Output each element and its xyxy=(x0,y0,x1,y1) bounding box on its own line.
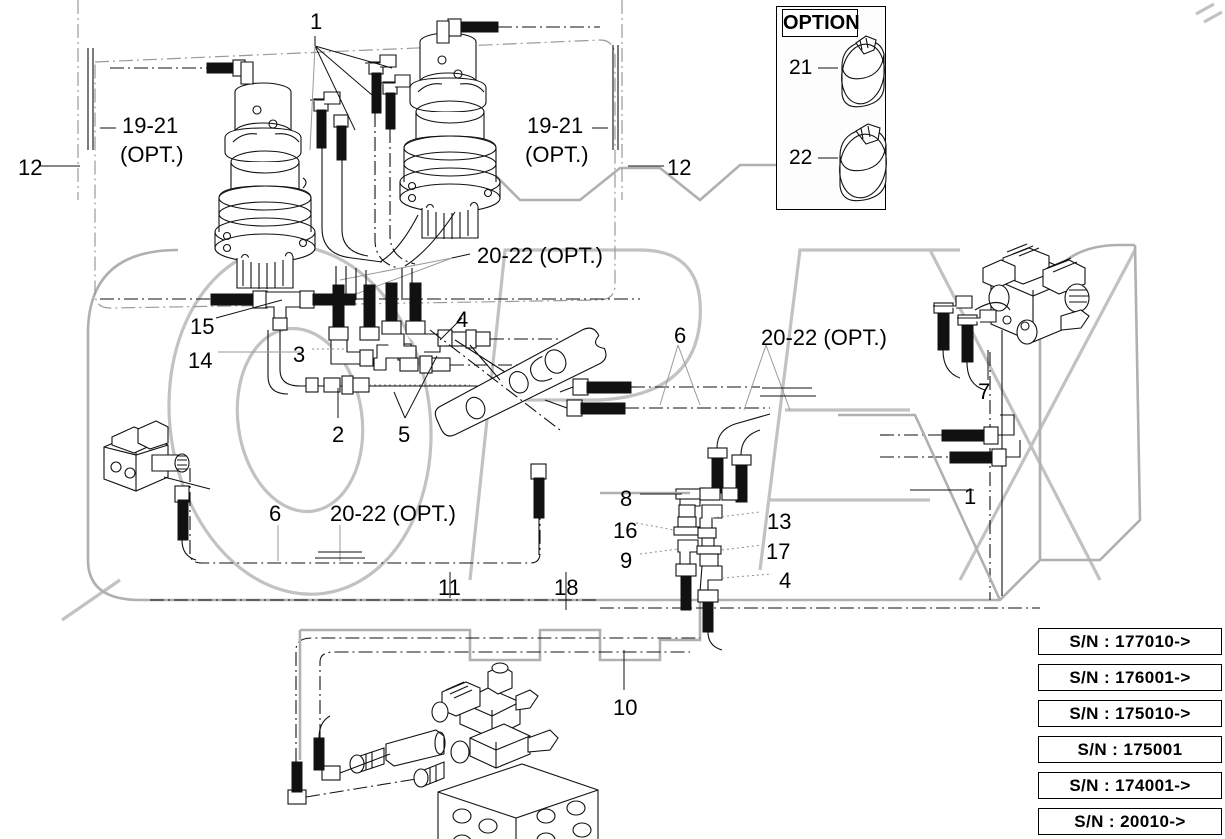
callout-19-21-left-opt: (OPT.) xyxy=(120,142,184,167)
callout-4-upper: 4 xyxy=(456,307,469,332)
serial-number-box-5: S/N : 174001-> xyxy=(1038,772,1222,799)
hose-clamp-icon xyxy=(839,123,887,202)
callout-14: 14 xyxy=(188,348,213,373)
callout-20-22-top: 20-22 (OPT.) xyxy=(477,243,603,268)
callout-6-left: 6 xyxy=(269,501,282,526)
callout-20-22-bottom: 20-22 (OPT.) xyxy=(330,501,456,526)
serial-number-box-2: S/N : 176001-> xyxy=(1038,664,1222,691)
callout-2: 2 xyxy=(332,422,345,447)
callout-7: 7 xyxy=(978,379,991,404)
callout-19-21-left: 19-21 xyxy=(122,113,179,138)
callout-10: 10 xyxy=(613,695,638,720)
serial-number-box-6: S/N : 20010-> xyxy=(1038,808,1222,835)
callout-11: 11 xyxy=(438,575,461,600)
callout-13: 13 xyxy=(767,509,792,534)
callout-8: 8 xyxy=(620,486,633,511)
callout-15: 15 xyxy=(190,314,215,339)
callout-3: 3 xyxy=(293,342,306,367)
callout-16: 16 xyxy=(613,518,638,543)
serial-number-box-4: S/N : 175001 xyxy=(1038,736,1222,763)
callout-6-right: 6 xyxy=(674,323,687,348)
hose-clamp-icon xyxy=(841,35,885,108)
callout-19-21-right: 19-21 xyxy=(527,113,584,138)
callout-5: 5 xyxy=(398,422,411,447)
callout-12-left: 12 xyxy=(18,155,43,180)
serial-number-box-3: S/N : 175010-> xyxy=(1038,700,1222,727)
callout-19-21-right-opt: (OPT.) xyxy=(525,142,589,167)
option-item-21-number: 21 xyxy=(789,56,813,79)
callout-4-lower: 4 xyxy=(779,568,792,593)
option-panel-title: OPTION xyxy=(782,9,860,37)
callout-20-22-right: 20-22 (OPT.) xyxy=(761,325,887,350)
callout-17: 17 xyxy=(766,539,791,564)
serial-number-box-1: S/N : 177010-> xyxy=(1038,628,1222,655)
option-item-22-number: 22 xyxy=(789,146,813,169)
callout-9: 9 xyxy=(620,548,633,573)
callout-1-right: 1 xyxy=(964,484,977,509)
callout-12-right: 12 xyxy=(667,155,692,180)
callout-1: 1 xyxy=(310,9,323,34)
callout-18: 18 xyxy=(554,575,579,600)
